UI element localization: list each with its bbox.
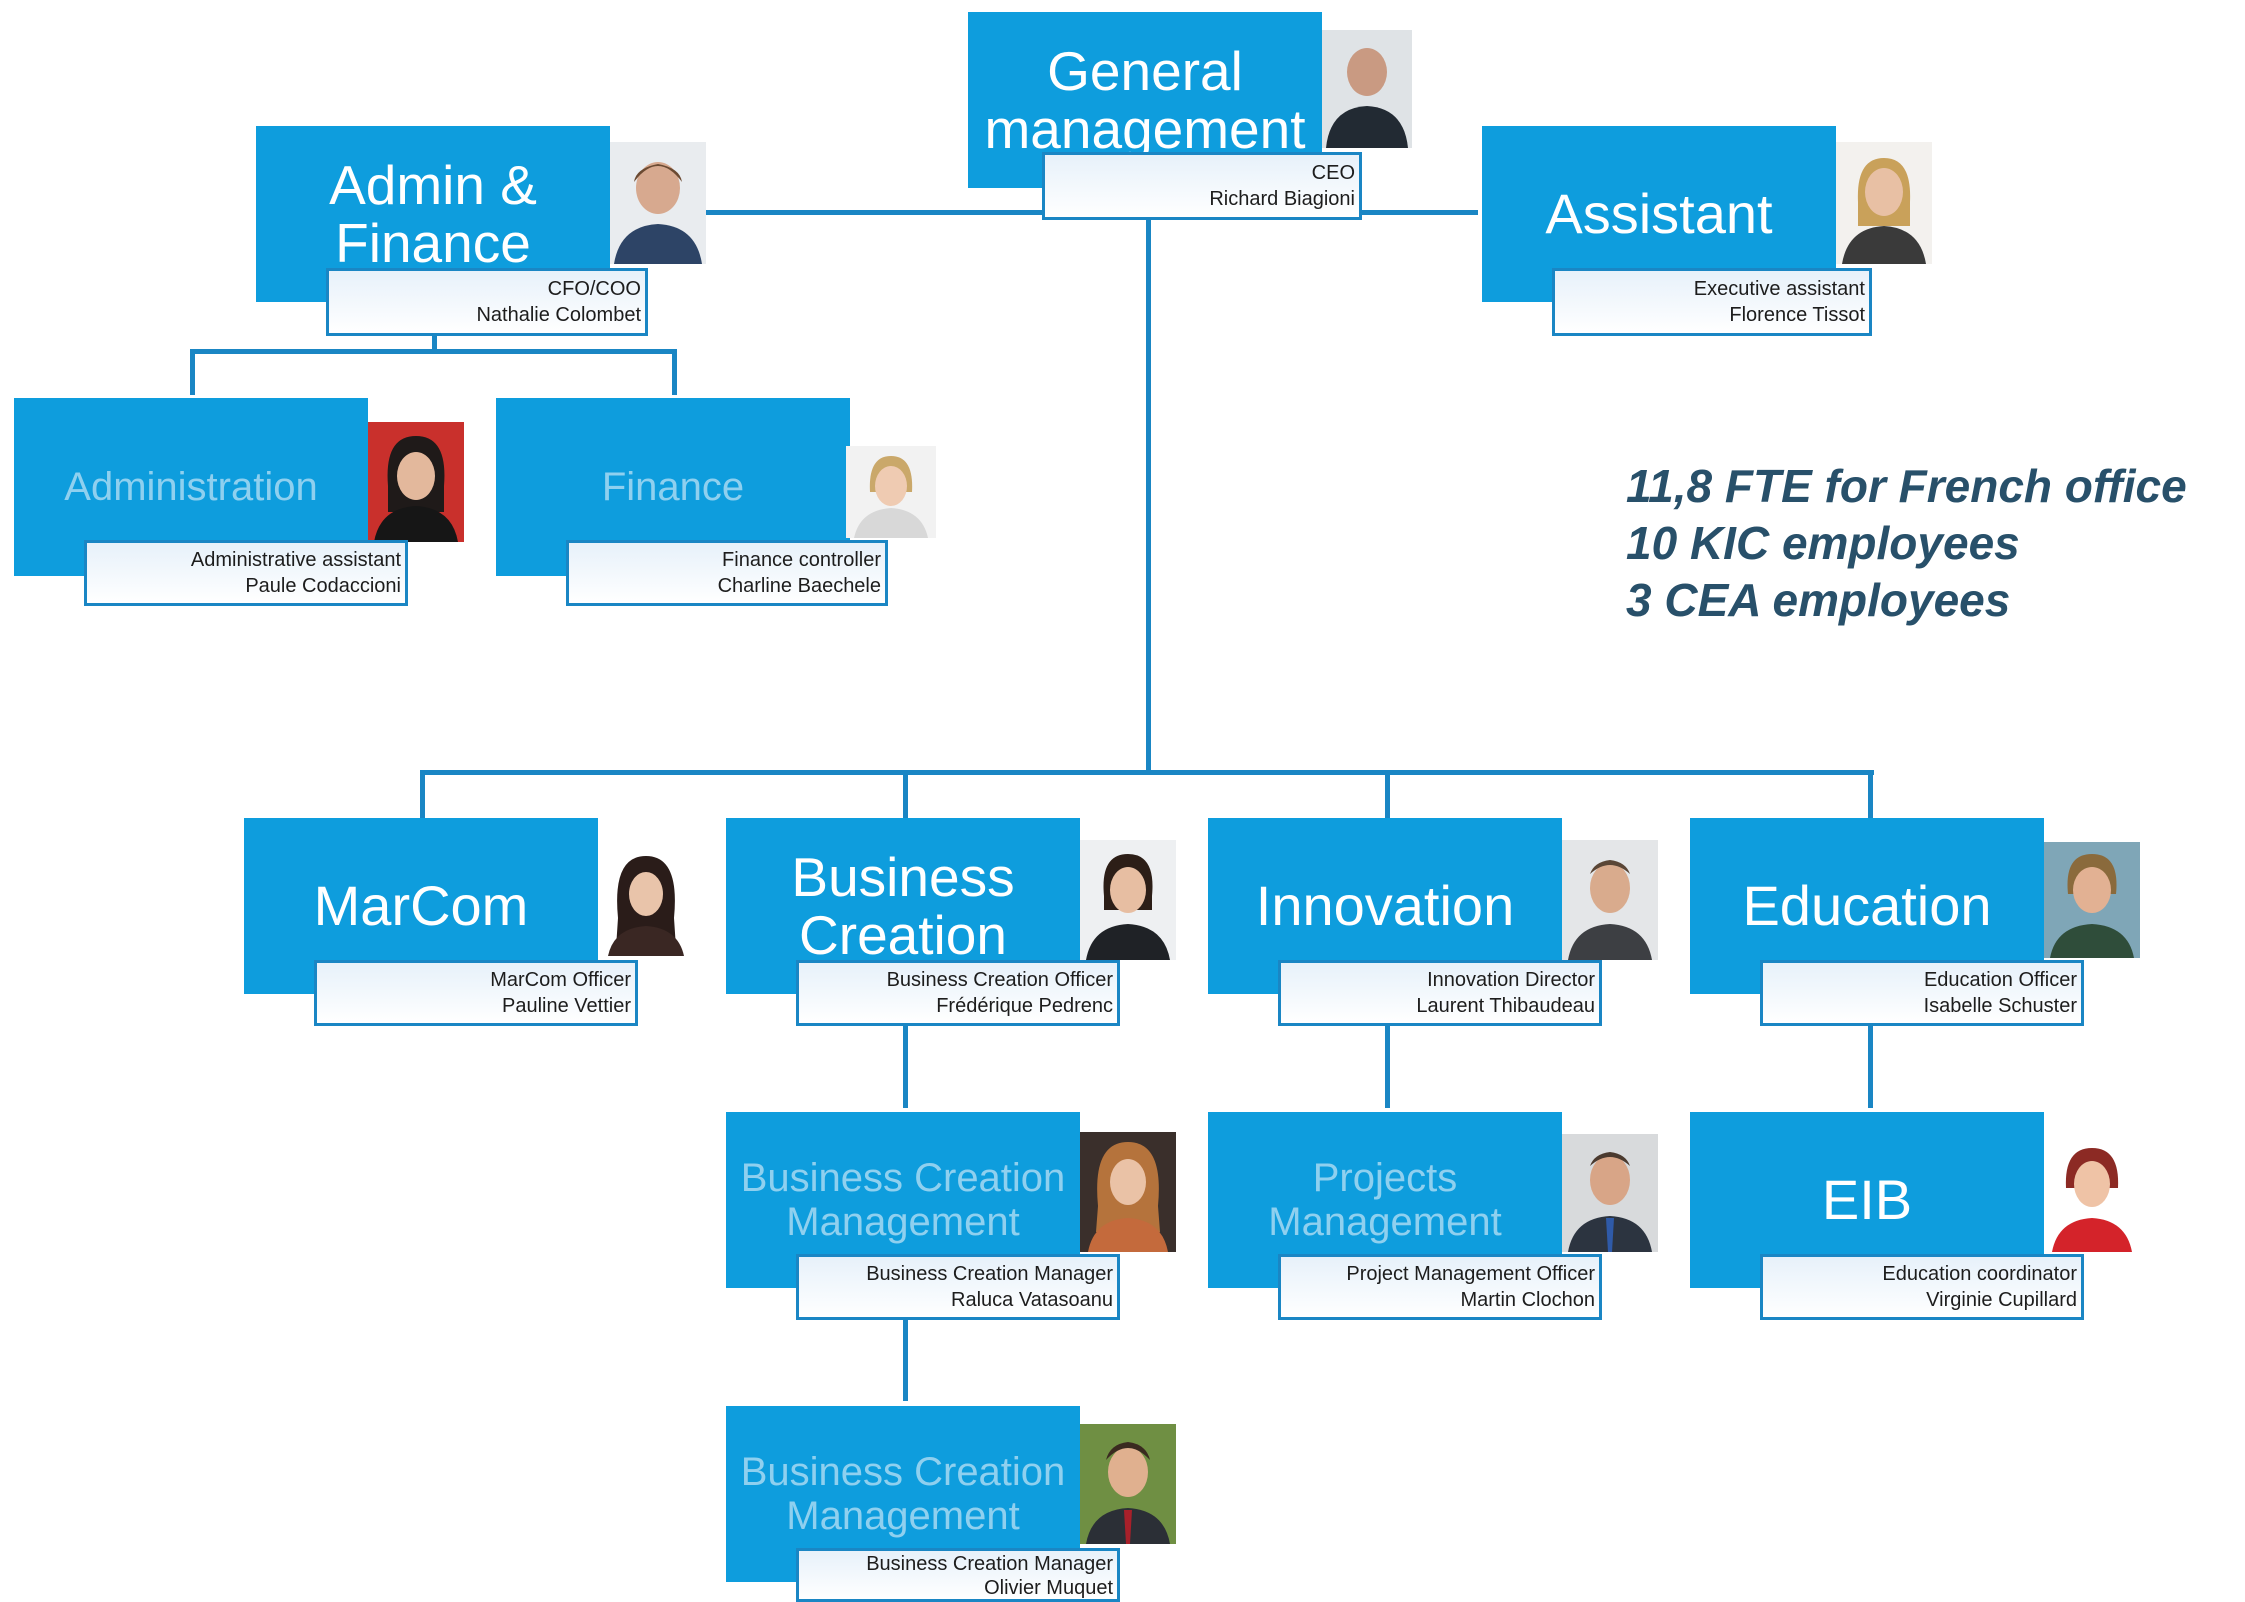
node-caption: Education coordinator Virginie Cupillard xyxy=(1760,1254,2084,1320)
node-caption: CEO Richard Biagioni xyxy=(1042,152,1362,220)
headcount-line: 11,8 FTE for French office xyxy=(1626,460,2187,512)
connector-line xyxy=(422,770,1874,775)
connector-line xyxy=(190,349,677,354)
node-caption: Innovation Director Laurent Thibaudeau xyxy=(1278,960,1602,1026)
node-role: Executive assistant xyxy=(1693,278,1865,300)
node-role: CFO/COO xyxy=(547,278,641,300)
node-caption: Business Creation Manager Raluca Vatasoa… xyxy=(796,1254,1120,1320)
node-role: Project Management Officer xyxy=(1346,1263,1595,1285)
person-photo xyxy=(610,142,706,264)
person-photo xyxy=(1322,30,1412,148)
assistant-node: Assistant Executive assistant Florence T… xyxy=(1482,126,1934,336)
node-caption: Business Creation Manager Olivier Muquet xyxy=(796,1548,1120,1602)
node-person: Virginie Cupillard xyxy=(1926,1289,2077,1311)
node-role: Education Officer xyxy=(1923,969,2077,991)
innovation-node: Innovation Innovation Director Laurent T… xyxy=(1208,818,1660,1026)
person-photo xyxy=(1562,840,1658,960)
node-person: Nathalie Colombet xyxy=(476,304,641,326)
connector-line xyxy=(420,770,425,820)
person-photo-icon xyxy=(1080,840,1176,960)
node-person: Paule Codaccioni xyxy=(245,575,401,597)
node-caption: Administrative assistant Paule Codaccion… xyxy=(84,540,408,606)
connector-line xyxy=(1385,770,1390,820)
person-photo xyxy=(1080,1132,1176,1252)
business-creation-node: Business Creation Business Creation Offi… xyxy=(726,818,1178,1026)
connector-line xyxy=(1868,1020,1873,1108)
headcount-line: 3 CEA employees xyxy=(1626,574,2011,626)
node-person: Raluca Vatasoanu xyxy=(951,1289,1113,1311)
node-caption: CFO/COO Nathalie Colombet xyxy=(326,268,648,336)
connector-line xyxy=(190,349,195,395)
projects-management-node: Projects Management Project Management O… xyxy=(1208,1112,1660,1320)
person-photo-icon xyxy=(368,422,464,542)
education-node: Education Education Officer Isabelle Sch… xyxy=(1690,818,2142,1026)
connector-line xyxy=(1146,210,1151,774)
node-role: Education coordinator xyxy=(1882,1263,2077,1285)
node-person: Martin Clochon xyxy=(1460,1289,1595,1311)
person-photo xyxy=(1562,1134,1658,1252)
node-caption: Project Management Officer Martin Clocho… xyxy=(1278,1254,1602,1320)
node-role: MarCom Officer xyxy=(490,969,631,991)
node-person: Florence Tissot xyxy=(1729,304,1865,326)
node-role: Innovation Director xyxy=(1427,969,1595,991)
person-photo-icon xyxy=(610,142,706,264)
person-photo-icon xyxy=(1562,1134,1658,1252)
person-photo xyxy=(2044,842,2140,958)
node-role: CEO xyxy=(1311,162,1355,184)
node-person: Charline Baechele xyxy=(717,575,881,597)
node-person: Isabelle Schuster xyxy=(1923,995,2077,1017)
node-caption: Executive assistant Florence Tissot xyxy=(1552,268,1872,336)
connector-line xyxy=(903,1020,908,1108)
person-photo xyxy=(1836,142,1932,264)
bc-management-node: Business Creation Management Business Cr… xyxy=(726,1112,1178,1320)
headcount-note: 11,8 FTE for French office 10 KIC employ… xyxy=(1626,458,2187,629)
person-photo xyxy=(598,848,694,956)
person-photo-icon xyxy=(2044,1136,2140,1252)
person-photo-icon xyxy=(2044,842,2140,958)
node-role: Administrative assistant xyxy=(190,549,401,571)
headcount-line: 10 KIC employees xyxy=(1626,517,2020,569)
connector-line xyxy=(1868,770,1873,820)
administration-node: Administration Administrative assistant … xyxy=(14,398,466,606)
person-photo-icon xyxy=(846,446,936,538)
node-caption: Business Creation Officer Frédérique Ped… xyxy=(796,960,1120,1026)
marcom-node: MarCom MarCom Officer Pauline Vettier xyxy=(244,818,696,1026)
bc-management-node: Business Creation Management Business Cr… xyxy=(726,1406,1178,1602)
person-photo xyxy=(846,446,936,538)
person-photo-icon xyxy=(1080,1132,1176,1252)
person-photo-icon xyxy=(1836,142,1932,264)
admin-finance-node: Admin & Finance CFO/COO Nathalie Colombe… xyxy=(256,126,706,336)
general-management-node: General management CEO Richard Biagioni xyxy=(968,12,1412,220)
node-role: Business Creation Manager xyxy=(866,1553,1113,1575)
finance-node: Finance Finance controller Charline Baec… xyxy=(496,398,938,606)
connector-line xyxy=(903,1313,908,1401)
node-role: Business Creation Officer xyxy=(886,969,1113,991)
person-photo xyxy=(1080,840,1176,960)
person-photo-icon xyxy=(1562,840,1658,960)
node-caption: Finance controller Charline Baechele xyxy=(566,540,888,606)
eib-node: EIB Education coordinator Virginie Cupil… xyxy=(1690,1112,2142,1320)
node-role: Finance controller xyxy=(722,549,881,571)
connector-line xyxy=(1385,1020,1390,1108)
node-person: Pauline Vettier xyxy=(502,995,631,1017)
connector-line xyxy=(903,770,908,820)
person-photo-icon xyxy=(598,848,694,956)
person-photo-icon xyxy=(1322,30,1412,148)
person-photo xyxy=(368,422,464,542)
person-photo xyxy=(2044,1136,2140,1252)
connector-line xyxy=(432,328,437,350)
connector-line xyxy=(672,349,677,395)
node-person: Richard Biagioni xyxy=(1209,188,1355,210)
node-person: Laurent Thibaudeau xyxy=(1416,995,1595,1017)
node-caption: Education Officer Isabelle Schuster xyxy=(1760,960,2084,1026)
node-caption: MarCom Officer Pauline Vettier xyxy=(314,960,638,1026)
person-photo xyxy=(1080,1424,1176,1544)
person-photo-icon xyxy=(1080,1424,1176,1544)
node-person: Olivier Muquet xyxy=(984,1577,1113,1599)
node-role: Business Creation Manager xyxy=(866,1263,1113,1285)
node-person: Frédérique Pedrenc xyxy=(936,995,1113,1017)
